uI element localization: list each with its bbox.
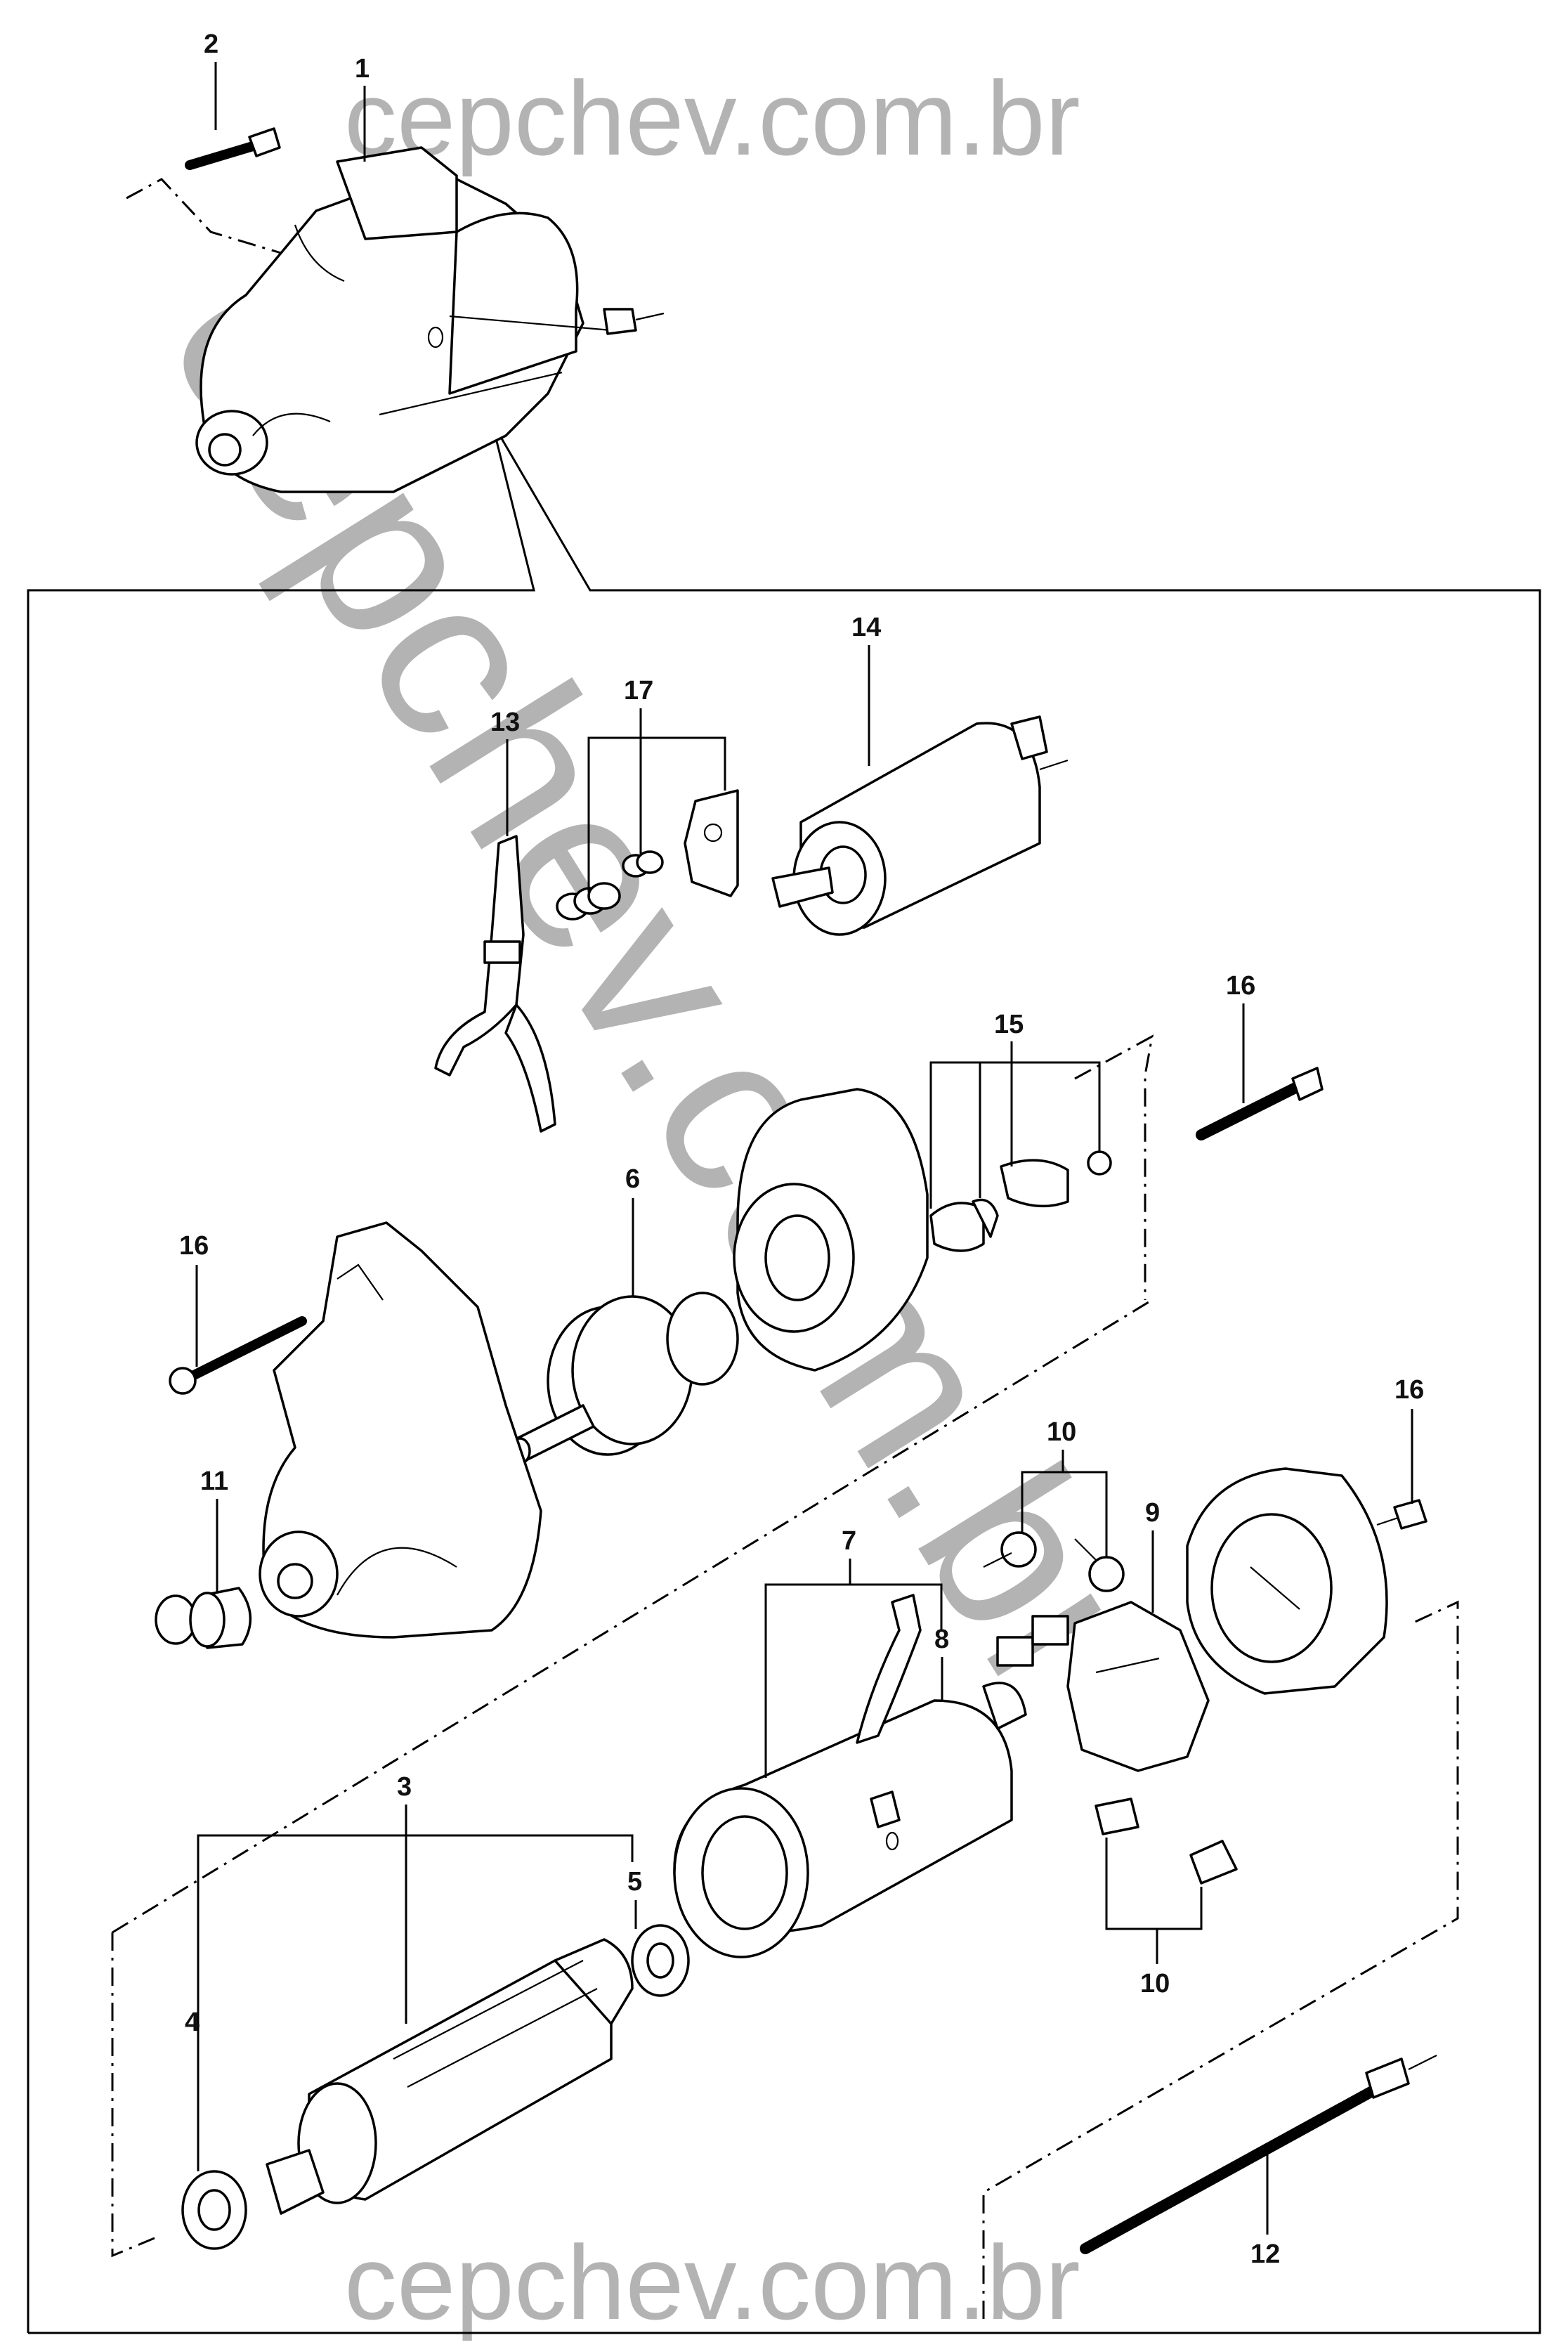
callout-label-10-lower: 10 bbox=[1140, 1969, 1170, 1998]
callout-17: 17 bbox=[587, 676, 726, 892]
callout-label-16-left: 16 bbox=[179, 1231, 209, 1261]
assembled-starter-part-1 bbox=[195, 146, 665, 493]
callout-7: 7 bbox=[764, 1526, 943, 1778]
springs-part-17 bbox=[556, 789, 739, 921]
callout-4: 4 bbox=[185, 2008, 200, 2037]
solenoid-part-14 bbox=[771, 715, 1069, 936]
callout-label-3: 3 bbox=[397, 1772, 412, 1802]
callout-label-13: 13 bbox=[490, 708, 520, 737]
callout-16-upper: 16 bbox=[1226, 971, 1255, 1103]
callout-12: 12 bbox=[1250, 2150, 1280, 2269]
gasket-set-part-15 bbox=[929, 1034, 1154, 1300]
guide-dashed-left-lower bbox=[111, 1932, 155, 2258]
callout-1: 1 bbox=[355, 54, 370, 162]
guide-dashed-diagonal bbox=[112, 1299, 1153, 1934]
callout-3: 3 bbox=[197, 1772, 634, 2171]
bearing-part-5 bbox=[631, 1924, 690, 1997]
callout-label-11: 11 bbox=[200, 1467, 228, 1496]
callout-8: 8 bbox=[934, 1625, 949, 1701]
callout-5: 5 bbox=[627, 1867, 642, 1929]
bolt-part-16-left bbox=[169, 1316, 307, 1395]
drive-housing bbox=[259, 1221, 542, 1639]
watermark-bottom: cepchev.com.br bbox=[344, 2223, 1080, 2341]
callout-label-14: 14 bbox=[851, 613, 881, 642]
drive-pinion-part-6 bbox=[509, 1292, 739, 1465]
inset-frame bbox=[27, 421, 1541, 2334]
callout-label-9: 9 bbox=[1145, 1498, 1160, 1528]
yoke-part-7 bbox=[673, 1594, 1013, 1958]
callout-6: 6 bbox=[625, 1164, 640, 1296]
callout-label-16-right: 16 bbox=[1394, 1375, 1424, 1405]
callout-16-right: 16 bbox=[1394, 1375, 1424, 1504]
armature-part-3 bbox=[266, 1938, 634, 2215]
bushing-part-11 bbox=[155, 1587, 251, 1649]
shift-lever-part-13 bbox=[434, 835, 556, 1133]
callout-15: 15 bbox=[929, 1010, 1101, 1209]
bolt-part-16-upper bbox=[1196, 1067, 1324, 1140]
callout-label-8: 8 bbox=[934, 1625, 949, 1654]
callout-label-17: 17 bbox=[624, 676, 653, 706]
bolt-2-leader-dashed bbox=[126, 178, 282, 254]
guide-dashed-right-lower bbox=[982, 1600, 1459, 2319]
brush-springs-part-10-lower bbox=[1095, 1797, 1238, 1885]
callout-label-2: 2 bbox=[204, 30, 218, 59]
callout-label-12: 12 bbox=[1250, 2239, 1280, 2269]
bolt-part-16-right bbox=[1376, 1499, 1427, 1530]
callout-10-upper: 10 bbox=[1021, 1417, 1108, 1556]
callout-label-5: 5 bbox=[627, 1867, 642, 1897]
callout-label-16-upper: 16 bbox=[1226, 971, 1255, 1001]
bearing-part-4 bbox=[181, 2170, 247, 2250]
callout-label-7: 7 bbox=[842, 1526, 856, 1556]
callout-9: 9 bbox=[1145, 1498, 1160, 1613]
callout-label-1: 1 bbox=[355, 54, 370, 84]
bolt-part-2 bbox=[185, 127, 281, 170]
callout-16-left: 16 bbox=[179, 1231, 209, 1367]
watermark-top: cepchev.com.br bbox=[344, 59, 1080, 177]
callout-label-4: 4 bbox=[185, 2008, 200, 2037]
callout-label-10-upper: 10 bbox=[1047, 1417, 1076, 1447]
callout-10-lower: 10 bbox=[1105, 1838, 1203, 1998]
brush-holder-part-9 bbox=[982, 1601, 1210, 1772]
callout-label-6: 6 bbox=[625, 1164, 640, 1194]
commutator-end-cover bbox=[1186, 1467, 1388, 1695]
callout-2: 2 bbox=[204, 30, 218, 130]
brush-springs-part-10-upper bbox=[983, 1531, 1125, 1592]
drive-end-cover bbox=[733, 1088, 929, 1372]
callout-label-15: 15 bbox=[994, 1010, 1024, 1039]
callout-13: 13 bbox=[490, 708, 520, 836]
callout-14: 14 bbox=[851, 613, 881, 766]
through-bolt-part-12 bbox=[1080, 2055, 1437, 2254]
callout-11: 11 bbox=[200, 1467, 228, 1592]
